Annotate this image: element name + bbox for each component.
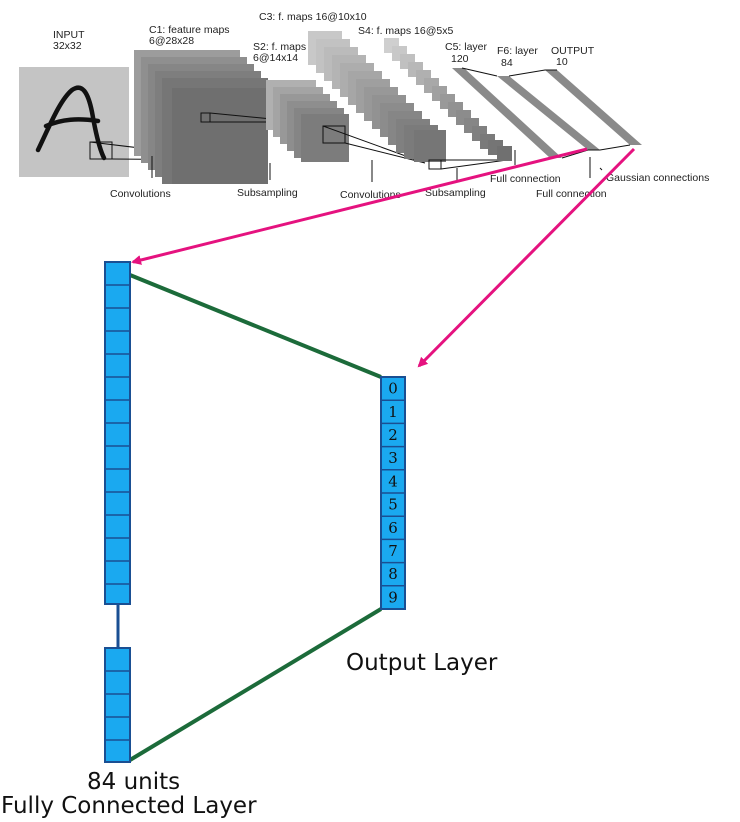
output-unit-digit-1: 1 bbox=[388, 403, 398, 421]
op-subsampling-2: Subsampling bbox=[425, 187, 486, 199]
op-subsampling-1: Subsampling bbox=[237, 187, 298, 199]
input-label: INPUT bbox=[53, 29, 85, 41]
full-connection-lines bbox=[461, 67, 498, 77]
output-unit-digit-3: 3 bbox=[388, 449, 398, 467]
output-unit-digit-4: 4 bbox=[388, 472, 398, 490]
op-full-connection-1: Full connection bbox=[490, 173, 561, 185]
op-full-connection-2: Full connection bbox=[536, 188, 607, 200]
c3-subsample-wedge bbox=[440, 159, 508, 170]
c3-receptive-field bbox=[428, 159, 442, 170]
output-layer-column: 0 1 2 3 4 5 6 7 8 9 bbox=[380, 376, 406, 610]
pointer-arrow-to-fc bbox=[131, 147, 588, 265]
output-units: 0 1 2 3 4 5 6 7 8 9 bbox=[381, 380, 405, 606]
output-unit-digit-7: 7 bbox=[388, 542, 398, 560]
c1-feature-maps bbox=[134, 50, 268, 184]
gaussian-connection-lines bbox=[508, 69, 557, 77]
output-layer-title: Output Layer bbox=[346, 650, 498, 676]
f6-size-label: 84 bbox=[501, 57, 513, 69]
connection-line-bottom bbox=[128, 607, 383, 762]
operation-leaders bbox=[151, 150, 603, 182]
s4-feature-maps bbox=[384, 38, 512, 161]
c5-size-label: 120 bbox=[451, 53, 469, 65]
fc-layer-title: Fully Connected Layer bbox=[1, 793, 257, 819]
op-convolutions-1: Convolutions bbox=[110, 188, 171, 200]
connection-line-top bbox=[129, 273, 382, 379]
output-unit-digit-2: 2 bbox=[388, 426, 398, 444]
s2-label: S2: f. maps bbox=[253, 41, 306, 53]
c1-size-label: 6@28x28 bbox=[149, 35, 194, 47]
fc-lower-units bbox=[105, 670, 130, 741]
f6-layer bbox=[497, 76, 600, 150]
output-unit-digit-0: 0 bbox=[388, 380, 398, 398]
output-unit-digit-8: 8 bbox=[388, 565, 398, 583]
input-receptive-field bbox=[89, 141, 113, 160]
fc-units-label: 84 units bbox=[87, 769, 180, 795]
s4-label: S4: f. maps 16@5x5 bbox=[358, 25, 453, 37]
input-image bbox=[19, 67, 129, 177]
c1-label: C1: feature maps bbox=[149, 24, 230, 36]
dense-connection-bottom bbox=[561, 144, 631, 159]
s2-feature-maps bbox=[266, 80, 349, 162]
input-size-label: 32x32 bbox=[53, 40, 82, 52]
fc-layer-column bbox=[104, 261, 131, 763]
output-label: OUTPUT bbox=[551, 45, 595, 57]
op-gaussian-connections: Gaussian connections bbox=[606, 172, 709, 184]
lenet-architecture: INPUT 32x32 C1: feature maps 6@28x28 S2:… bbox=[19, 11, 709, 201]
f6-label: F6: layer bbox=[497, 45, 538, 57]
c5-layer bbox=[452, 68, 562, 158]
output-unit-digit-9: 9 bbox=[388, 588, 398, 606]
op-convolutions-2: Convolutions bbox=[340, 189, 401, 201]
output-size-label: 10 bbox=[556, 56, 568, 68]
s2-size-label: 6@14x14 bbox=[253, 52, 298, 64]
fc-upper-units bbox=[105, 284, 130, 585]
c3-feature-maps bbox=[308, 31, 446, 162]
c1-receptive-field bbox=[200, 112, 211, 123]
c5-label: C5: layer bbox=[445, 41, 488, 53]
output-layer-band bbox=[545, 70, 642, 145]
pointer-arrow-to-output bbox=[417, 147, 636, 368]
output-unit-digit-5: 5 bbox=[388, 496, 398, 514]
handwritten-a-glyph bbox=[35, 85, 107, 161]
c3-label: C3: f. maps 16@10x10 bbox=[259, 11, 367, 23]
output-unit-digit-6: 6 bbox=[388, 519, 398, 537]
s2-conv-wedge bbox=[322, 125, 426, 164]
